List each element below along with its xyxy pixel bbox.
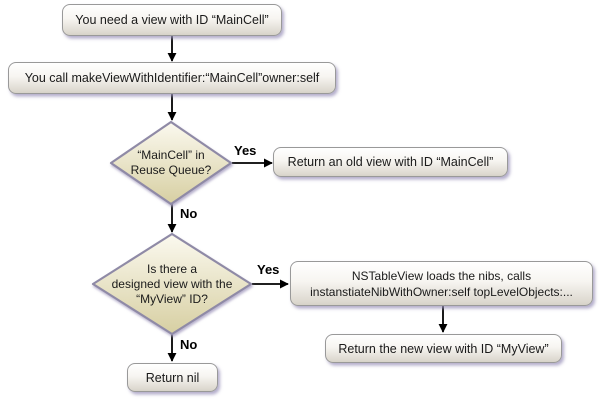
edge-label-yes-reuse: Yes [234, 143, 257, 158]
decision-designed-line-3: “MyView” ID? [136, 291, 208, 306]
node-return-old-view-label: Return an old view with ID “MainCell” [287, 155, 494, 169]
decision-designed-line-2: designed view with the [111, 276, 233, 291]
decision-reuse-line-1: “MainCell” in [137, 148, 205, 162]
node-start-label: You need a view with ID “MainCell” [75, 13, 269, 27]
decision-reuse-queue-label: “MainCell” in Reuse Queue? [111, 121, 231, 205]
node-return-nil: Return nil [127, 363, 218, 392]
node-return-new-view: Return the new view with ID “MyView” [325, 334, 562, 363]
node-return-nil-label: Return nil [145, 370, 200, 385]
decision-reuse-line-2: Reuse Queue? [130, 163, 212, 177]
node-call-make-view-label: You call makeViewWithIdentifier:“MainCel… [24, 71, 320, 85]
node-load-nibs: NSTableView loads the nibs, calls instan… [290, 261, 593, 306]
node-load-nibs-line-1: NSTableView loads the nibs, calls [351, 268, 532, 283]
node-load-nibs-line-2: instanstiateNibWithOwner:self topLevelOb… [310, 284, 573, 299]
edge-label-no-designed: No [180, 337, 198, 352]
decision-designed-line-1: Is there a [146, 261, 198, 276]
decision-designed-view-label: Is there a designed view with the “MyVie… [92, 233, 252, 335]
decision-diamond-reuse-queue [109, 120, 233, 206]
node-return-new-view-label: Return the new view with ID “MyView” [338, 341, 549, 356]
node-return-old-view: Return an old view with ID “MainCell” [273, 147, 508, 177]
node-call-make-view: You call makeViewWithIdentifier:“MainCel… [8, 62, 336, 94]
edge-label-yes-designed: Yes [257, 262, 280, 277]
edge-label-no-reuse: No [180, 206, 198, 221]
decision-diamond-designed-view [91, 232, 253, 336]
node-start: You need a view with ID “MainCell” [62, 4, 282, 36]
